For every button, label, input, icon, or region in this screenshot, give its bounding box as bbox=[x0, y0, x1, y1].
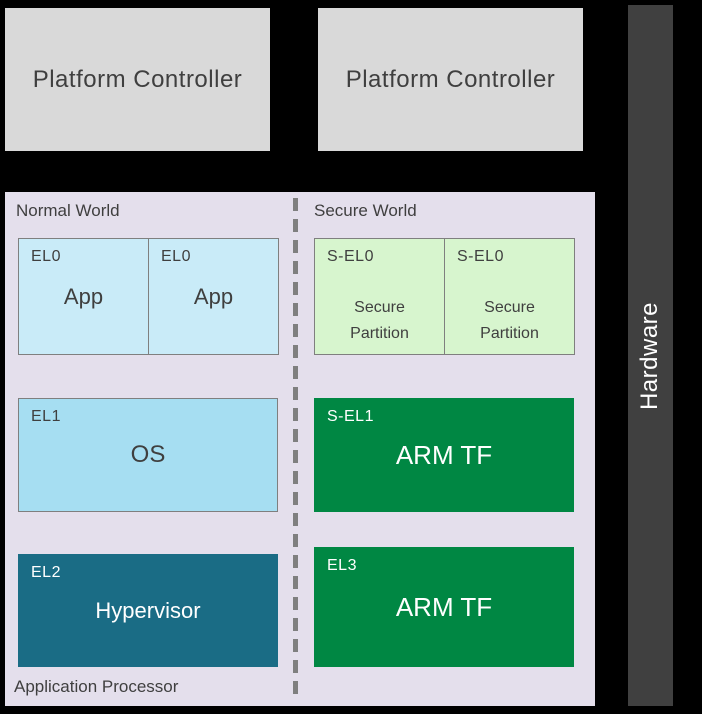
sel1-armtf-name: ARM TF bbox=[395, 439, 493, 470]
sel0-partition-name: Secure Partition bbox=[350, 298, 409, 342]
el2-level-label: EL2 bbox=[31, 564, 61, 581]
platform-controller-right: Platform Controller bbox=[318, 8, 583, 151]
el0-app-name: App bbox=[63, 283, 104, 309]
normal-world-title: Normal World bbox=[16, 201, 120, 220]
application-processor-label: Application Processor bbox=[14, 677, 179, 696]
sel0-level-label: S-EL0 bbox=[327, 248, 374, 265]
el1-os-name: OS bbox=[130, 441, 166, 468]
sel0-secure-partition-box-1: S-EL0 Secure Partition bbox=[314, 238, 445, 355]
application-processor-panel: Normal World Secure World EL0 App EL0 Ap… bbox=[5, 192, 595, 706]
platform-controller-left-label: Platform Controller bbox=[32, 65, 243, 93]
el3-level-label: EL3 bbox=[327, 557, 357, 574]
sel1-level-label: S-EL1 bbox=[327, 408, 374, 425]
el0-app-row: EL0 App EL0 App bbox=[18, 238, 279, 355]
el2-hypervisor-box: EL2 Hypervisor bbox=[18, 554, 278, 667]
el0-app-name: App bbox=[193, 283, 234, 309]
el0-level-label: EL0 bbox=[161, 248, 191, 265]
secure-world-title: Secure World bbox=[314, 201, 417, 220]
el1-os-box: EL1 OS bbox=[18, 398, 278, 512]
el1-level-label: EL1 bbox=[31, 408, 61, 425]
el0-level-label: EL0 bbox=[31, 248, 61, 265]
platform-controller-left: Platform Controller bbox=[5, 8, 270, 151]
hardware-bar: Hardware bbox=[628, 5, 673, 706]
el2-hypervisor-name: Hypervisor bbox=[95, 597, 201, 623]
el0-app-box-1: EL0 App bbox=[18, 238, 149, 355]
sel0-partition-name: Secure Partition bbox=[480, 298, 539, 342]
el0-app-box-2: EL0 App bbox=[148, 238, 279, 355]
el3-armtf-name: ARM TF bbox=[395, 591, 493, 622]
world-divider-dashed-line bbox=[293, 198, 298, 700]
el3-armtf-box: EL3 ARM TF bbox=[314, 547, 574, 667]
sel0-secure-partition-box-2: S-EL0 Secure Partition bbox=[444, 238, 575, 355]
hardware-label: Hardware bbox=[636, 301, 664, 410]
platform-controller-right-label: Platform Controller bbox=[345, 65, 556, 93]
sel0-partition-row: S-EL0 Secure Partition S-EL0 Secure Part… bbox=[314, 238, 575, 355]
sel1-armtf-box: S-EL1 ARM TF bbox=[314, 398, 574, 512]
sel0-level-label: S-EL0 bbox=[457, 248, 504, 265]
